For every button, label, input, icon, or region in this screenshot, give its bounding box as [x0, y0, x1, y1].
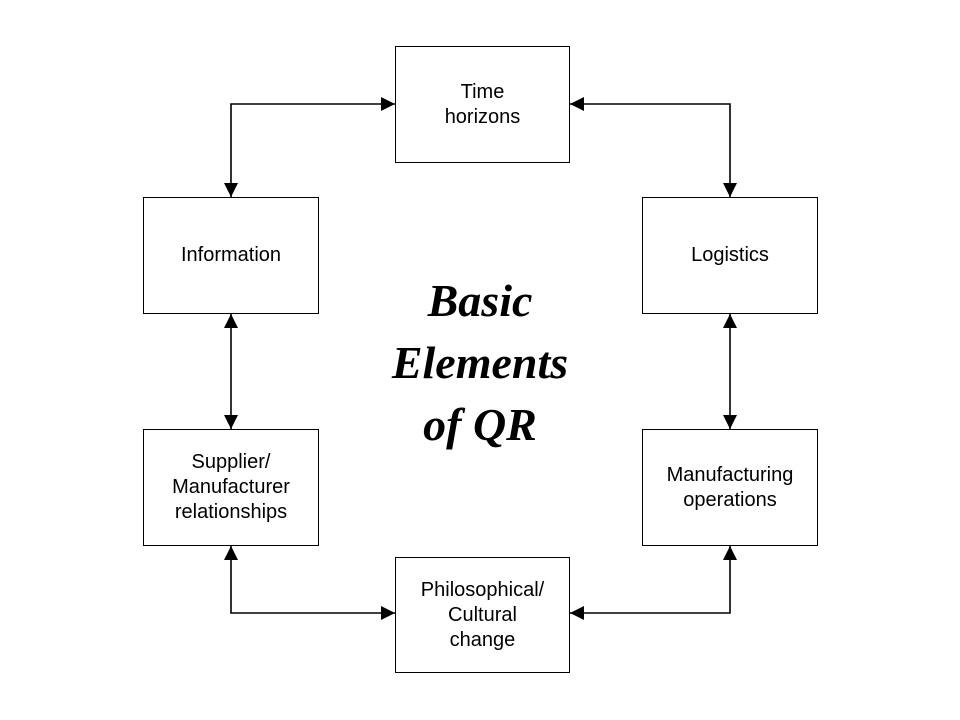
connector-manufacturing-philosophical — [570, 546, 737, 620]
connector-time-logistics — [570, 97, 737, 197]
node-information: Information — [143, 197, 319, 314]
node-logistics: Logistics — [642, 197, 818, 314]
center-title-line-2: Elements — [391, 337, 569, 388]
center-title-line-3: of QR — [423, 399, 537, 450]
node-time-horizons-label: Time horizons — [444, 80, 521, 128]
node-manufacturing-operations-label: Manufacturing operations — [666, 463, 794, 511]
node-supplier-manufacturer: Supplier/ Manufacturer relationships — [143, 429, 319, 546]
node-logistics-label: Logistics — [691, 244, 769, 266]
center-title: Basic Elements of QR — [330, 270, 630, 456]
node-time-horizons: Time horizons — [395, 46, 570, 163]
connector-time-information — [224, 97, 395, 197]
node-philosophical-cultural: Philosophical/ Cultural change — [395, 557, 570, 673]
connector-supplier-philosophical — [224, 546, 395, 620]
node-supplier-manufacturer-label: Supplier/ Manufacturer relationships — [172, 451, 290, 523]
center-title-line-1: Basic — [427, 275, 533, 326]
node-manufacturing-operations: Manufacturing operations — [642, 429, 818, 546]
node-information-label: Information — [180, 244, 282, 266]
node-philosophical-cultural-label: Philosophical/ Cultural change — [420, 578, 545, 651]
